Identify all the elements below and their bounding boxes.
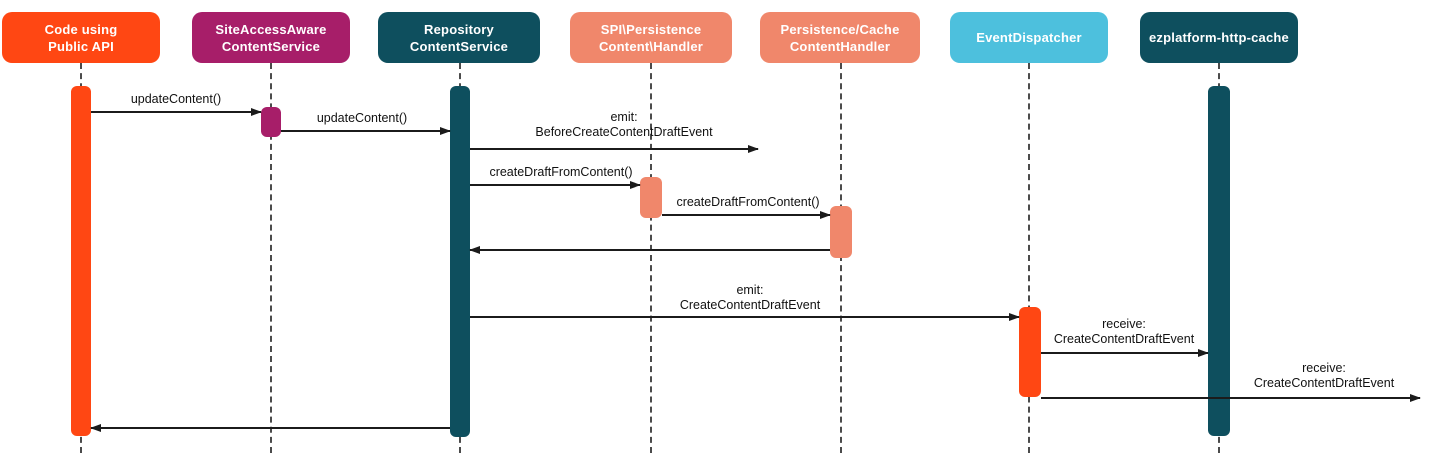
- participant-repository-contentservice: Repository ContentService: [378, 12, 540, 63]
- message-label-emit-create-draft: emit: CreateContentDraftEvent: [679, 283, 821, 312]
- message-arrow-return-to-caller: [91, 427, 450, 429]
- lifeline-spi-persistence-content-handler: [650, 63, 652, 453]
- activation-bar-code-using-public-api: [71, 86, 91, 436]
- lifeline-siteaccessaware-contentservice: [270, 63, 272, 453]
- message-label-update-content-2: updateContent(): [316, 111, 408, 125]
- message-arrow-update-content-2: [281, 130, 450, 132]
- message-arrow-create-draft-from-content-1: [470, 184, 640, 186]
- message-label-receive-http-cache: receive: CreateContentDraftEvent: [1053, 317, 1195, 346]
- message-label-emit-before-create-draft: emit: BeforeCreateContentDraftEvent: [535, 110, 713, 139]
- lifeline-eventdispatcher: [1028, 63, 1030, 453]
- activation-bar-siteaccessaware-contentservice: [261, 107, 281, 137]
- participant-eventdispatcher: EventDispatcher: [950, 12, 1108, 63]
- message-arrow-emit-create-draft: [470, 316, 1019, 318]
- participant-spi-persistence-content-handler: SPI\Persistence Content\Handler: [570, 12, 732, 63]
- participant-siteaccessaware-contentservice: SiteAccessAware ContentService: [192, 12, 350, 63]
- activation-bar-eventdispatcher: [1019, 307, 1041, 397]
- lifeline-persistence-cache-contenthandler: [840, 63, 842, 453]
- participant-persistence-cache-contenthandler: Persistence/Cache ContentHandler: [760, 12, 920, 63]
- activation-bar-repository-contentservice: [450, 86, 470, 437]
- activation-bar-persistence-cache-contenthandler: [830, 206, 852, 258]
- participant-code-using-public-api: Code using Public API: [2, 12, 160, 63]
- message-arrow-receive-external: [1041, 397, 1420, 399]
- participant-ezplatform-http-cache: ezplatform-http-cache: [1140, 12, 1298, 63]
- message-label-receive-external: receive: CreateContentDraftEvent: [1253, 361, 1395, 390]
- message-label-create-draft-from-content-2: createDraftFromContent(): [676, 195, 820, 209]
- activation-bar-spi-persistence-content-handler: [640, 177, 662, 218]
- message-arrow-create-draft-from-content-2: [662, 214, 830, 216]
- message-arrow-emit-before-create-draft: [470, 148, 758, 150]
- message-label-create-draft-from-content-1: createDraftFromContent(): [489, 165, 633, 179]
- message-arrow-receive-http-cache: [1041, 352, 1208, 354]
- message-arrow-update-content-1: [91, 111, 261, 113]
- message-arrow-return-to-repository: [470, 249, 830, 251]
- message-label-update-content-1: updateContent(): [130, 92, 222, 106]
- activation-bar-ezplatform-http-cache: [1208, 86, 1230, 436]
